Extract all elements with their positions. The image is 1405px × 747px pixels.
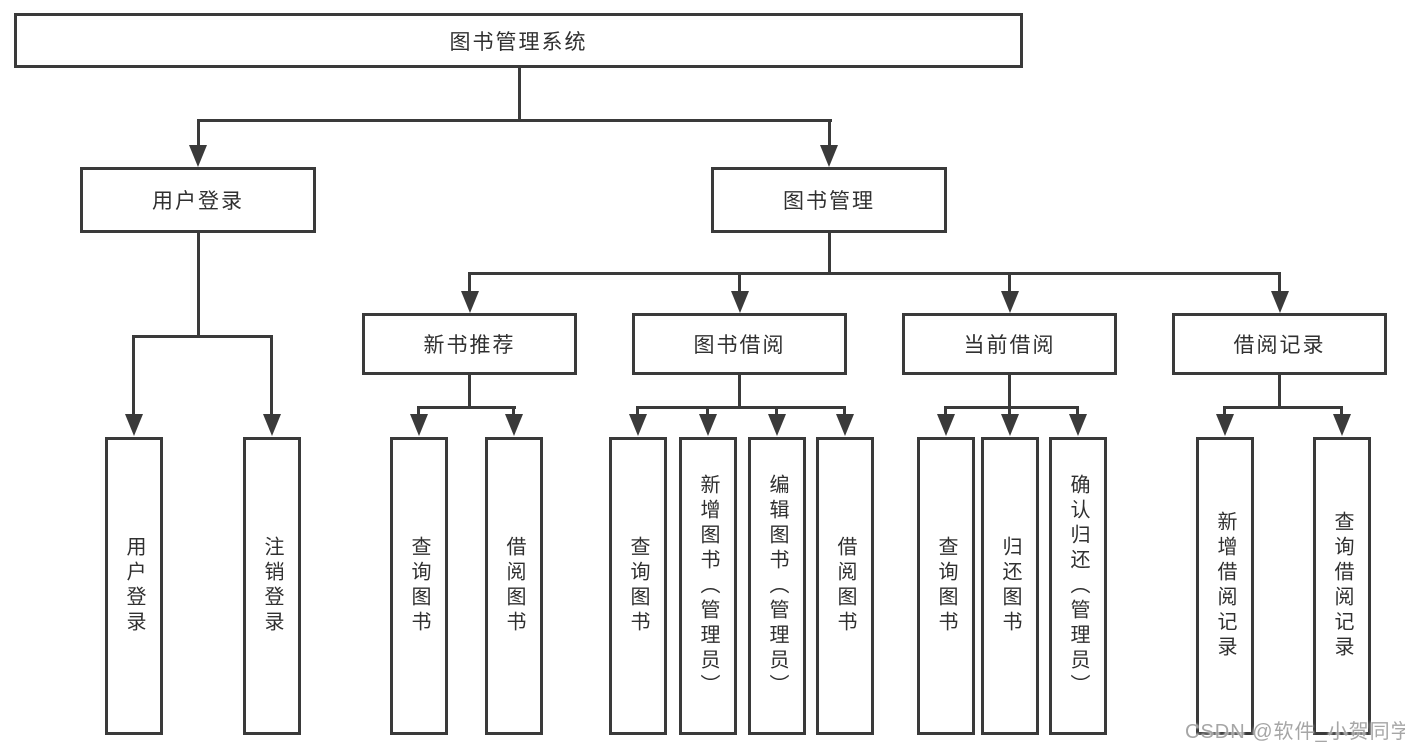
arrow-down	[410, 414, 428, 436]
connector-stub	[636, 406, 639, 418]
leaf-return-books-label: 归还图书	[999, 536, 1021, 636]
leaf-add-books-admin: 新增图书（管理员）	[679, 437, 737, 735]
node-book-borrow-label: 图书借阅	[693, 334, 786, 357]
node-user-login-label: 用户登录	[152, 190, 244, 213]
node-new-book-recommend-label: 新书推荐	[423, 334, 516, 357]
arrow-down	[505, 414, 523, 436]
connector-stub	[468, 272, 471, 294]
connector-stub	[197, 119, 200, 149]
connector-stub	[828, 119, 831, 149]
arrow-down	[937, 414, 955, 436]
connector-stem	[1008, 375, 1011, 409]
arrow-down	[189, 145, 207, 167]
leaf-borrow-books-2-label: 借阅图书	[834, 536, 856, 636]
arrow-down	[1333, 414, 1351, 436]
connector-level2-rail	[197, 119, 832, 122]
leaf-borrow-books-2: 借阅图书	[816, 437, 874, 735]
connector-stub	[706, 406, 709, 418]
node-current-borrow-label: 当前借阅	[963, 334, 1056, 357]
leaf-return-books: 归还图书	[981, 437, 1039, 735]
connector-user-login-stem	[197, 233, 200, 337]
leaf-user-login: 用户登录	[105, 437, 163, 735]
node-book-borrow: 图书借阅	[632, 313, 847, 375]
leaf-query-books-3-label: 查询图书	[935, 536, 957, 636]
leaf-confirm-return-admin-label: 确认归还（管理员）	[1067, 473, 1089, 699]
leaf-confirm-return-admin: 确认归还（管理员）	[1049, 437, 1107, 735]
connector-rail	[636, 406, 846, 409]
arrow-down	[820, 145, 838, 167]
connector-stub	[1278, 272, 1281, 294]
arrow-down	[1001, 291, 1019, 313]
leaf-query-books-1-label: 查询图书	[408, 536, 430, 636]
connector-stub	[132, 335, 135, 415]
connector-stub	[1008, 272, 1011, 294]
node-root-label: 图书管理系统	[449, 30, 588, 54]
csdn-watermark: CSDN @软件_小贺同学	[1185, 721, 1405, 743]
node-current-borrow: 当前借阅	[902, 313, 1117, 375]
connector-stub	[417, 406, 420, 418]
connector-stub	[843, 406, 846, 418]
arrow-down	[1069, 414, 1087, 436]
connector-rail	[1223, 406, 1343, 409]
node-root-library-system: 图书管理系统	[14, 13, 1023, 68]
connector-book-mgmt-stem	[828, 233, 831, 275]
arrow-down	[699, 414, 717, 436]
connector-stub	[1223, 406, 1226, 418]
leaf-logout: 注销登录	[243, 437, 301, 735]
leaf-add-books-admin-label: 新增图书（管理员）	[697, 473, 719, 699]
connector-stub	[512, 406, 515, 418]
arrow-down	[1216, 414, 1234, 436]
connector-user-login-rail	[132, 335, 273, 338]
arrow-down	[1001, 414, 1019, 436]
connector-stub	[1076, 406, 1079, 418]
leaf-borrow-books-1-label: 借阅图书	[503, 536, 525, 636]
node-borrow-records-label: 借阅记录	[1233, 334, 1326, 357]
leaf-user-login-label: 用户登录	[123, 536, 145, 636]
arrow-down	[836, 414, 854, 436]
connector-stub	[775, 406, 778, 418]
leaf-query-books-2: 查询图书	[609, 437, 667, 735]
leaf-edit-books-admin: 编辑图书（管理员）	[748, 437, 806, 735]
leaf-edit-books-admin-label: 编辑图书（管理员）	[766, 473, 788, 699]
node-book-management-label: 图书管理	[783, 190, 875, 213]
connector-root-stem	[518, 68, 521, 120]
node-book-management: 图书管理	[711, 167, 947, 233]
connector-stub	[944, 406, 947, 418]
arrow-down	[461, 291, 479, 313]
connector-stub	[270, 335, 273, 415]
arrow-down	[1271, 291, 1289, 313]
leaf-query-borrow-record-label: 查询借阅记录	[1331, 511, 1353, 661]
leaf-add-borrow-record-label: 新增借阅记录	[1214, 511, 1236, 661]
node-user-login: 用户登录	[80, 167, 316, 233]
arrow-down	[768, 414, 786, 436]
connector-rail	[417, 406, 516, 409]
leaf-query-books-3: 查询图书	[917, 437, 975, 735]
leaf-logout-label: 注销登录	[261, 536, 283, 636]
arrow-down	[263, 414, 281, 436]
leaf-query-books-1: 查询图书	[390, 437, 448, 735]
connector-rail	[944, 406, 1079, 409]
node-borrow-records: 借阅记录	[1172, 313, 1387, 375]
arrow-down	[731, 291, 749, 313]
connector-stem	[468, 375, 471, 409]
leaf-query-borrow-record: 查询借阅记录	[1313, 437, 1371, 735]
connector-stem	[738, 375, 741, 409]
arrow-down	[125, 414, 143, 436]
connector-stub	[1008, 406, 1011, 418]
leaf-query-books-2-label: 查询图书	[627, 536, 649, 636]
connector-stub	[1340, 406, 1343, 418]
node-new-book-recommend: 新书推荐	[362, 313, 577, 375]
arrow-down	[629, 414, 647, 436]
connector-stem	[1278, 375, 1281, 409]
connector-stub	[738, 272, 741, 294]
connector-level3-rail	[468, 272, 1281, 275]
leaf-add-borrow-record: 新增借阅记录	[1196, 437, 1254, 735]
leaf-borrow-books-1: 借阅图书	[485, 437, 543, 735]
